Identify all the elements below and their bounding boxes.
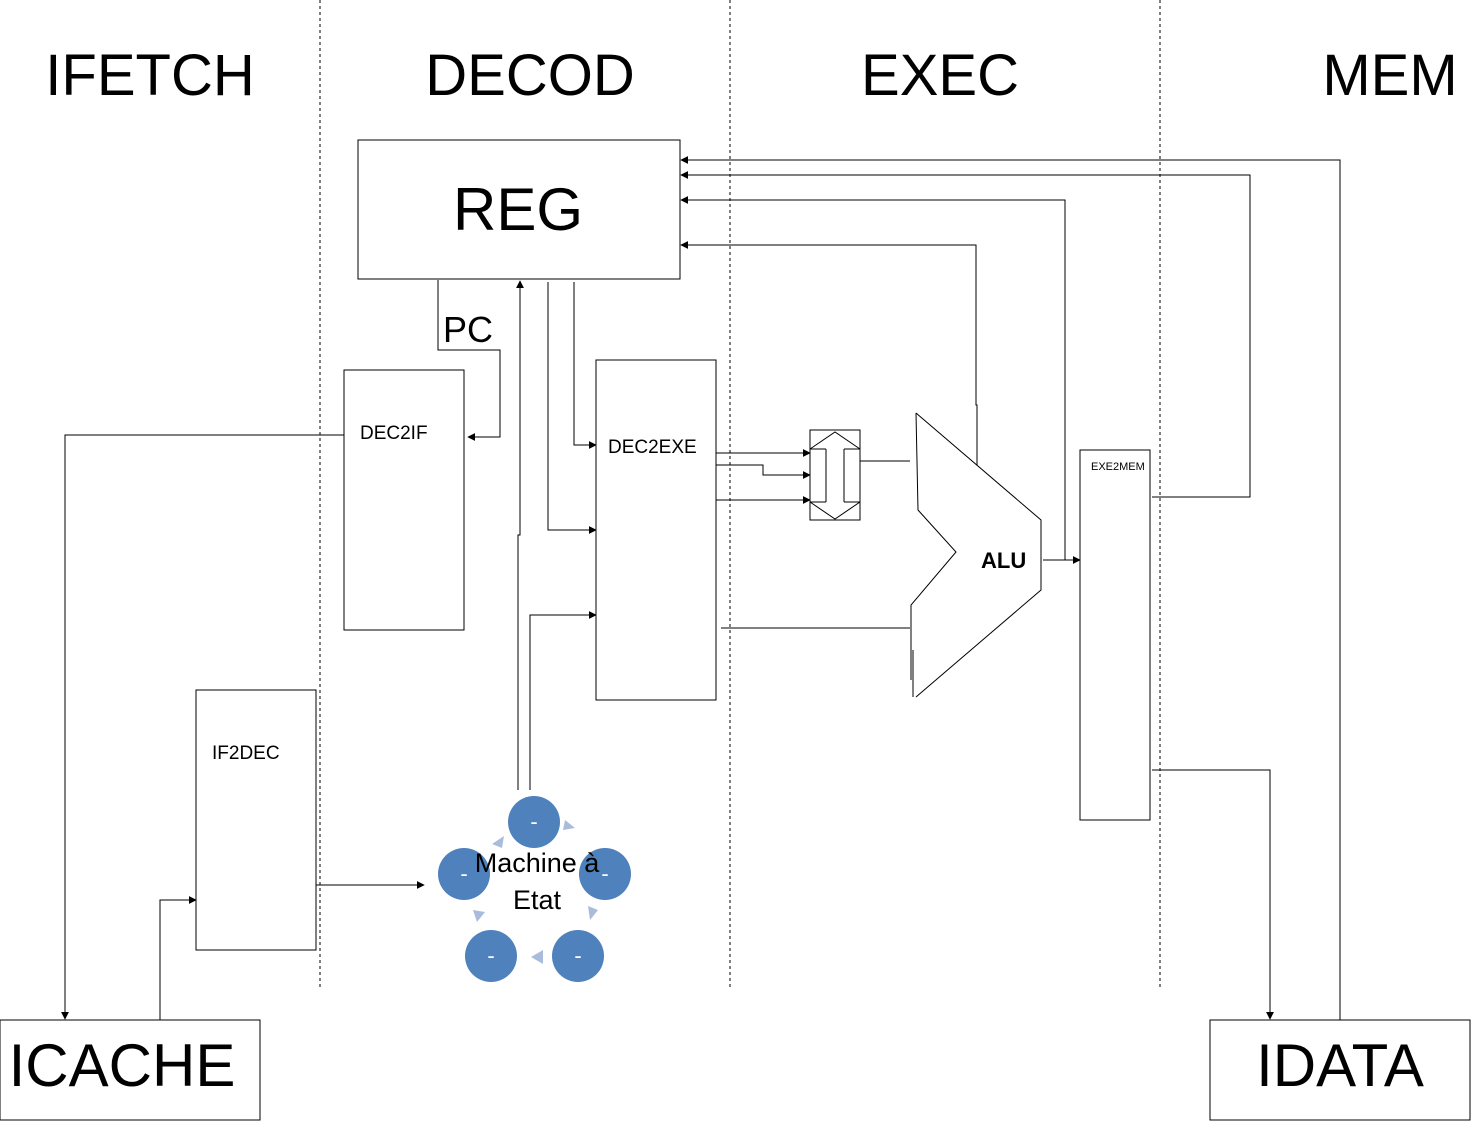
cycle-arrow bbox=[492, 836, 504, 848]
dec2exe-to-mux-wire-2 bbox=[716, 464, 811, 479]
state-node-right bbox=[579, 848, 631, 900]
reg-block bbox=[357, 139, 681, 280]
reg-label: REG bbox=[453, 176, 583, 243]
exe2mem-label: EXE2MEM bbox=[1091, 461, 1145, 473]
exe-to-reg-wire bbox=[680, 196, 1066, 560]
state-node-bottom-right bbox=[552, 930, 604, 982]
state-node-label: - bbox=[460, 861, 467, 886]
stage-label-decod: DECOD bbox=[425, 43, 634, 108]
state-node-bottom-left bbox=[465, 930, 517, 982]
dec2if-label: DEC2IF bbox=[360, 423, 428, 444]
state-node-label: - bbox=[530, 809, 537, 834]
icache-block bbox=[0, 1019, 261, 1121]
fsm-to-reg-wire bbox=[516, 280, 524, 790]
state-machine-label-line1: Machine à bbox=[475, 848, 601, 878]
cycle-arrow bbox=[473, 910, 485, 922]
alu-label: ALU bbox=[981, 548, 1026, 573]
fsm-to-dec2exe-wire bbox=[529, 611, 597, 790]
stage-label-ifetch: IFETCH bbox=[45, 43, 254, 108]
idata-label: IDATA bbox=[1256, 1032, 1424, 1099]
stage-label-mem: MEM bbox=[1322, 43, 1457, 108]
state-node-label: - bbox=[487, 943, 494, 968]
if2dec-label: IF2DEC bbox=[212, 743, 280, 764]
icache-to-if2dec-wire bbox=[159, 896, 197, 1020]
operand-mux bbox=[809, 429, 861, 521]
state-node-left bbox=[438, 848, 490, 900]
state-machine-label-line2: Etat bbox=[513, 885, 562, 915]
stage-label-exec: EXEC bbox=[861, 43, 1019, 108]
reg-to-dec2exe-wire-2 bbox=[547, 282, 597, 534]
state-node-label: - bbox=[574, 943, 581, 968]
pc-label: PC bbox=[443, 309, 493, 350]
state-machine: - - - - - Machine à Etat bbox=[438, 796, 631, 982]
dec2exe-block bbox=[595, 359, 717, 701]
if2dec-block bbox=[195, 689, 317, 951]
idata-block bbox=[1209, 1019, 1471, 1121]
alu-to-reg-wire bbox=[680, 241, 978, 465]
cycle-arrow bbox=[563, 820, 575, 830]
alu-block bbox=[910, 412, 1042, 698]
state-node-top bbox=[508, 796, 560, 848]
dec2if-block bbox=[343, 369, 465, 631]
exe2mem-block bbox=[1079, 449, 1151, 821]
idata-to-reg-wire bbox=[680, 156, 1341, 1020]
state-node-label: - bbox=[601, 861, 608, 886]
reg-to-dec2exe-wire-1 bbox=[573, 282, 597, 449]
dec2if-to-icache-wire bbox=[61, 434, 344, 1020]
exe2mem-to-reg-wire bbox=[680, 171, 1251, 498]
dec2exe-label: DEC2EXE bbox=[608, 437, 697, 458]
icache-label: ICACHE bbox=[9, 1032, 236, 1099]
cycle-arrow bbox=[531, 950, 543, 964]
exe2mem-to-idata-wire bbox=[1152, 769, 1274, 1020]
cycle-arrow bbox=[588, 906, 598, 920]
pc-wire bbox=[437, 280, 501, 441]
